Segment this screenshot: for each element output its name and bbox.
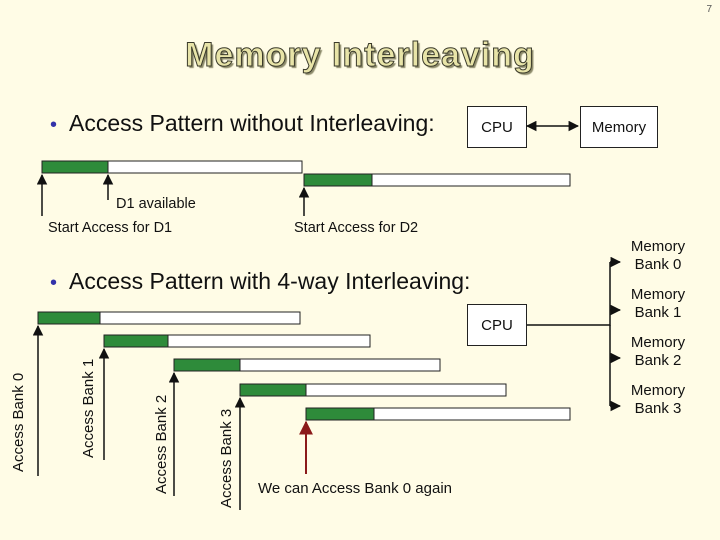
- start-d1-label: Start Access for D1: [48, 220, 173, 236]
- page-number: 7: [706, 4, 712, 15]
- bullet-with-interleaving: • Access Pattern with 4-way Interleaving:: [50, 268, 470, 295]
- cpu-bus-up: [527, 262, 611, 326]
- start-d2-label: Start Access for D2: [294, 220, 419, 236]
- d1-access-bar: [41, 160, 109, 174]
- slide-title: Memory Interleaving: [185, 36, 535, 75]
- bank3-access-bar: [239, 383, 307, 397]
- bank0-second-recovery-bar: [373, 407, 571, 421]
- bank3-recovery-bar: [305, 383, 507, 397]
- bank0-access-bar: [37, 311, 101, 325]
- access-again-label: We can Access Bank 0 again: [258, 480, 453, 497]
- bank1-recovery-bar: [167, 334, 371, 348]
- memory-box: Memory: [580, 106, 658, 148]
- cpu-box-2: CPU: [467, 304, 527, 346]
- bank0-recovery-bar: [99, 311, 301, 325]
- bullet-dot-icon: •: [50, 272, 58, 294]
- d2-access-bar: [303, 173, 373, 187]
- bank2-recovery-bar: [239, 358, 441, 372]
- d1-available-label: D1 available: [116, 196, 196, 212]
- bullet-without-interleaving: • Access Pattern without Interleaving:: [50, 110, 435, 137]
- bullet-text: Access Pattern without Interleaving:: [69, 110, 435, 136]
- bank1-access-bar: [103, 334, 169, 348]
- d1-recovery-bar: [107, 160, 303, 174]
- bank0-second-access-bar: [305, 407, 375, 421]
- bullet-text: Access Pattern with 4-way Interleaving:: [69, 268, 471, 294]
- bank2-access-bar: [173, 358, 241, 372]
- bullet-dot-icon: •: [50, 114, 58, 136]
- d2-recovery-bar: [371, 173, 571, 187]
